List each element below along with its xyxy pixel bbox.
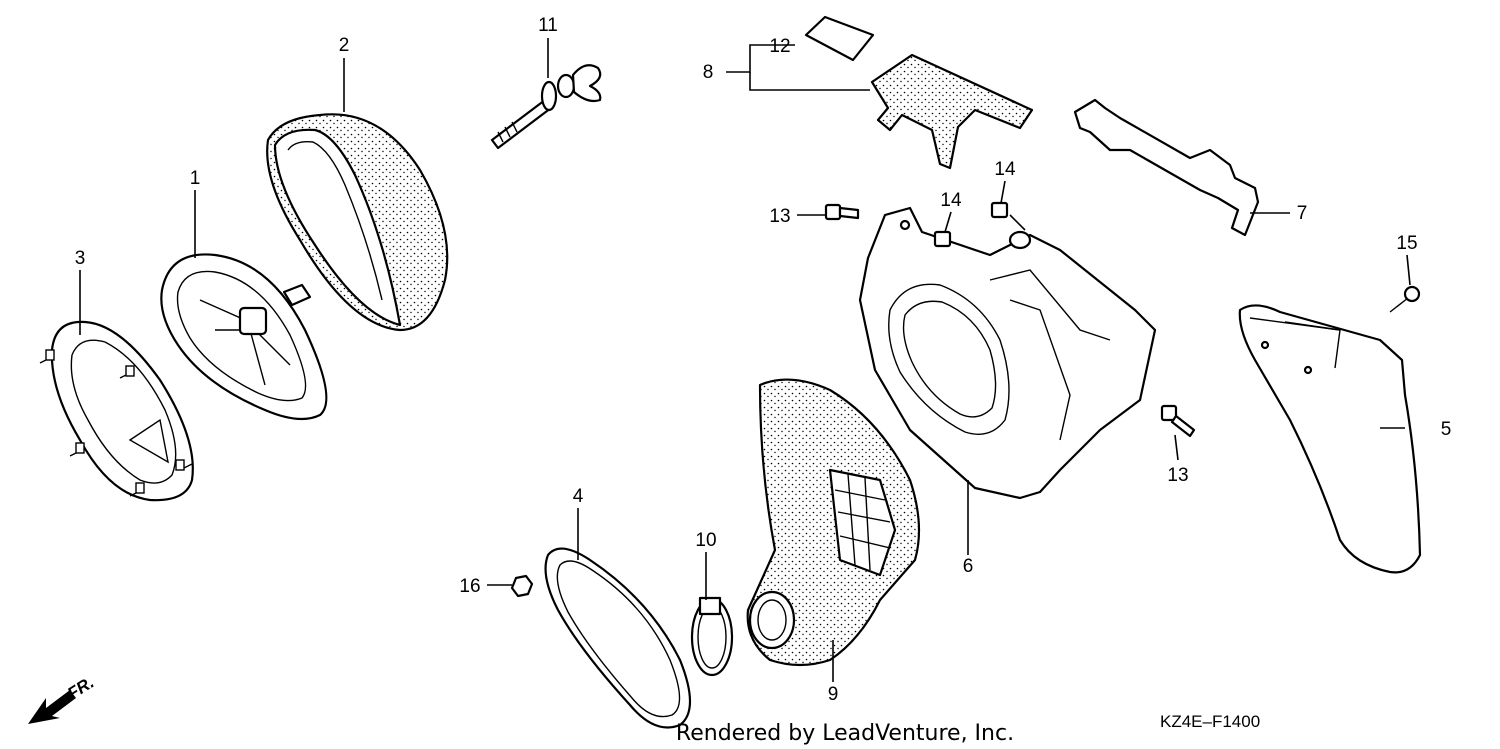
callout-12: 12 <box>769 36 790 57</box>
diagram-code: KZ4E–F1400 <box>1160 712 1260 731</box>
part-6-air-box <box>858 206 1157 500</box>
callout-16: 16 <box>459 576 480 597</box>
callout-14-right: 14 <box>994 159 1016 180</box>
part-4-gasket <box>544 547 691 729</box>
callout-5: 5 <box>1441 419 1452 440</box>
callout-labels: 1 2 3 4 5 6 7 8 9 10 11 12 13 13 14 14 1… <box>75 15 1452 705</box>
callout-1: 1 <box>190 168 201 189</box>
part-8-cover-sheet <box>870 53 1034 170</box>
part-13-bolt-upper <box>824 203 860 221</box>
part-3-base-plate <box>39 320 194 502</box>
part-14-nut-b <box>990 201 1009 219</box>
callout-10: 10 <box>695 530 716 551</box>
arrow-icon <box>28 690 76 724</box>
callout-4: 4 <box>573 486 584 507</box>
part-13-bolt-lower <box>1160 404 1196 438</box>
part-9-intake-duct <box>746 378 921 667</box>
part-7-bracket <box>1073 98 1260 237</box>
callout-3: 3 <box>75 248 86 269</box>
callout-6: 6 <box>963 556 974 577</box>
render-credit: Rendered by LeadVenture, Inc. <box>676 721 1014 746</box>
callout-13-upper: 13 <box>769 206 790 227</box>
callout-13-lower: 13 <box>1167 465 1188 486</box>
leader-lines <box>79 38 1411 682</box>
part-2-foam-element <box>266 113 449 332</box>
callout-9: 9 <box>828 684 839 705</box>
part-12-label <box>804 15 875 62</box>
part-16-nut <box>510 574 534 598</box>
front-direction-arrow: FR. <box>28 673 97 724</box>
callout-14-left: 14 <box>940 190 962 211</box>
part-5-side-cover <box>1238 304 1422 574</box>
callout-2: 2 <box>339 35 350 56</box>
part-1-filter-cage <box>160 253 328 421</box>
callout-8: 8 <box>703 62 714 83</box>
part-10-clamp <box>690 596 734 677</box>
callout-7: 7 <box>1297 203 1308 224</box>
callout-15: 15 <box>1396 233 1417 254</box>
part-14-nut-a <box>933 230 952 248</box>
callout-11: 11 <box>538 15 558 36</box>
part-11-wing-bolt <box>490 64 602 150</box>
part-15-screw <box>1389 285 1421 313</box>
